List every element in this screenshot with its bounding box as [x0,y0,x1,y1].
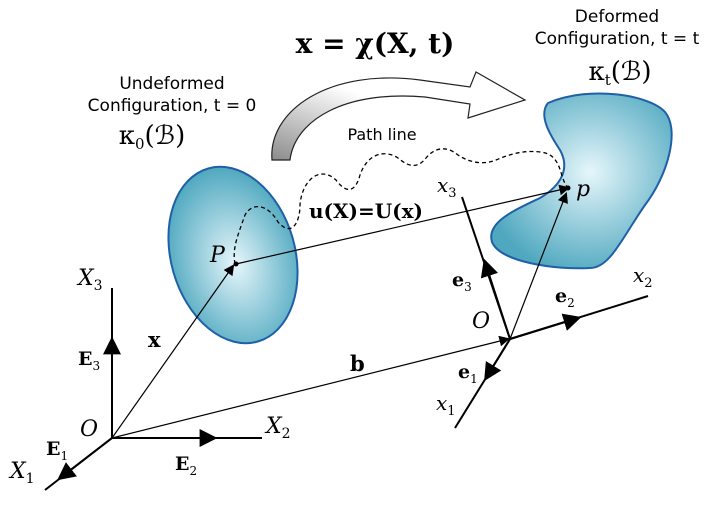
vector-b-label: b [350,351,365,376]
deformed-title-line1: Deformed [575,7,659,27]
axis-x3-subscript: 3 [448,186,456,201]
axis-x3-label: x3 [437,173,457,201]
displacement-arrow [235,184,571,265]
basis-e2-subscript: 2 [567,296,575,310]
axis-X1-subscript: 1 [26,471,35,487]
basis-e3-label: e3 [452,269,472,294]
undeformed-kappa-subscript: 0 [135,135,145,153]
basis-E2-label: E2 [175,453,197,478]
basis-E1-letter: E [46,438,60,460]
current-origin-label: O [472,309,490,334]
path-line [233,148,569,265]
point-p-label: p [576,177,590,202]
basis-E2-subscript: 2 [189,464,197,478]
axis-X3-label: X3 [76,266,103,294]
vector-x-label: x [148,327,161,352]
axis-x2-subscript: 2 [644,276,652,291]
path-line-label: Path line [347,125,416,144]
reference-origin-label: O [80,417,98,442]
axis-X1-letter: X [8,459,27,484]
vector-x-arrow [111,264,235,439]
basis-E1-label: E1 [46,438,68,463]
deformed-body-symbol: (ℬ) [611,57,652,87]
basis-e3-arrow [480,258,511,340]
basis-e1-letter: e [458,361,470,383]
vector-p-arrow [509,191,568,340]
deformed-body [490,92,673,270]
undeformed-title-line1: Undeformed [119,74,224,94]
point-p-dot [565,185,571,191]
axis-X2-label: X2 [264,414,291,442]
axis-X1-label: X1 [8,459,35,487]
point-P-dot [233,261,239,267]
basis-e3-subscript: 3 [464,280,472,294]
basis-E2-letter: E [175,453,189,475]
basis-E1-arrow [57,437,113,481]
basis-e2-arrow [509,313,582,340]
basis-E1-subscript: 1 [60,449,68,463]
undeformed-kappa-symbol: κ [119,121,135,151]
axis-X2-subscript: 2 [282,426,291,442]
basis-e3-letter: e [452,269,464,291]
mapping-arrow [271,71,527,161]
axis-x1-letter: x [436,391,447,415]
undeformed-title-line2: Configuration, t = 0 [88,96,257,116]
mapping-equation: x = χ(X, t) [296,27,455,60]
axis-x2-label: x2 [633,263,653,291]
undeformed-body [167,165,299,345]
basis-e2-label: e2 [555,285,575,310]
deformed-title-line2: Configuration, t = t [535,29,700,49]
axis-X3-letter: X [76,266,95,291]
axis-x1-label: x1 [436,391,456,419]
undeformed-body-symbol: (ℬ) [145,121,186,151]
basis-E3-label: E3 [78,348,100,373]
displacement-label: u(X)=U(x) [309,199,423,223]
basis-e1-subscript: 1 [470,372,478,386]
axis-x1-subscript: 1 [447,404,455,419]
deformed-kappa-symbol: κ [588,57,604,87]
vector-b-arrow [111,335,511,439]
basis-e1-arrow [484,338,511,382]
basis-E3-letter: E [78,348,92,370]
deformed-kappa: κt(ℬ) [588,57,651,89]
basis-e1-label: e1 [458,361,478,386]
undeformed-kappa: κ0(ℬ) [119,121,186,153]
axis-X3-subscript: 3 [94,278,103,294]
basis-E3-subscript: 3 [92,359,100,373]
basis-e2-letter: e [555,285,567,307]
axis-x3-letter: x [437,173,448,197]
axis-X2-letter: X [264,414,283,439]
deformed-kappa-subscript: t [605,71,611,89]
point-P-label: P [209,243,226,268]
axis-x2-letter: x [633,263,644,287]
